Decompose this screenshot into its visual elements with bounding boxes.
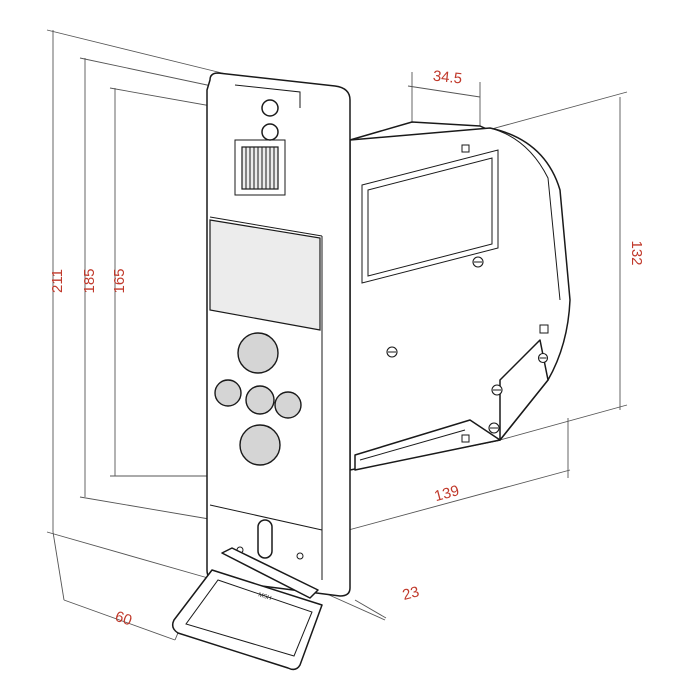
indicator-dot-bottom [261,123,279,141]
wheel-ridges [245,147,275,189]
dim-label-139: 139 [433,482,462,505]
dim-label-23: 23 [401,583,422,604]
dim-line-139 [329,469,571,536]
dim-label-165: 165 [111,268,128,293]
dim-label-34-5: 34.5 [432,68,463,88]
dim-ext-185-bottom [79,496,216,521]
flap-opening [185,579,313,657]
housing-screws [386,256,549,434]
housing-window-outer [361,149,499,284]
winder-housing [349,121,571,471]
side-bracket [499,339,549,441]
dim-line-34-5 [407,85,481,98]
panel-divider-line [209,216,323,237]
button-center [245,385,275,415]
clamp-hole-right [296,552,304,560]
panel-divider-band [209,219,321,331]
dim-ext-132-top [487,91,628,131]
panel-bottom-line [209,504,323,531]
belt-slot-line [359,429,466,461]
flap-frame [171,569,323,671]
button-down [239,424,281,466]
dim-line-60 [63,599,176,641]
dimension-labels: 211 185 165 34.5 132 139 23 60 [49,68,645,630]
dim-ext-60-left [52,531,65,601]
dim-ext-132-bottom [499,404,628,441]
dim-label-132: 132 [628,240,645,265]
dim-ext-211-bottom [46,531,216,581]
top-cap-line [234,84,301,108]
flap-hinge [221,547,319,599]
dim-ext-211-top [46,29,231,76]
bottom-clamp: MSH [171,519,323,671]
control-buttons [214,332,302,466]
dim-label-211: 211 [49,269,66,293]
dim-label-60: 60 [113,608,134,629]
emboss-label: MSH [257,592,272,602]
screw-side [537,352,549,364]
indicator-dot-top [261,99,279,117]
screw-bracket-bottom [488,422,500,434]
housing-curve-edge [489,127,561,301]
housing-window-inner [367,157,493,277]
wheel-recess [234,139,286,196]
screw-window [472,256,484,268]
tab-mark-top [461,144,470,153]
tab-mark-side [539,324,549,334]
button-left [214,379,242,407]
screw-bracket-top [491,384,503,396]
button-right [274,391,302,419]
dim-label-185: 185 [81,268,98,293]
front-cover-panel [206,72,351,597]
screw-mid [386,346,398,358]
adjustment-wheel [234,99,286,196]
belt-guide-slot [257,519,273,559]
wheel-body [241,146,279,190]
dim-ext-23 [354,599,387,619]
button-up [237,332,279,374]
tab-mark-bottom [461,434,470,443]
